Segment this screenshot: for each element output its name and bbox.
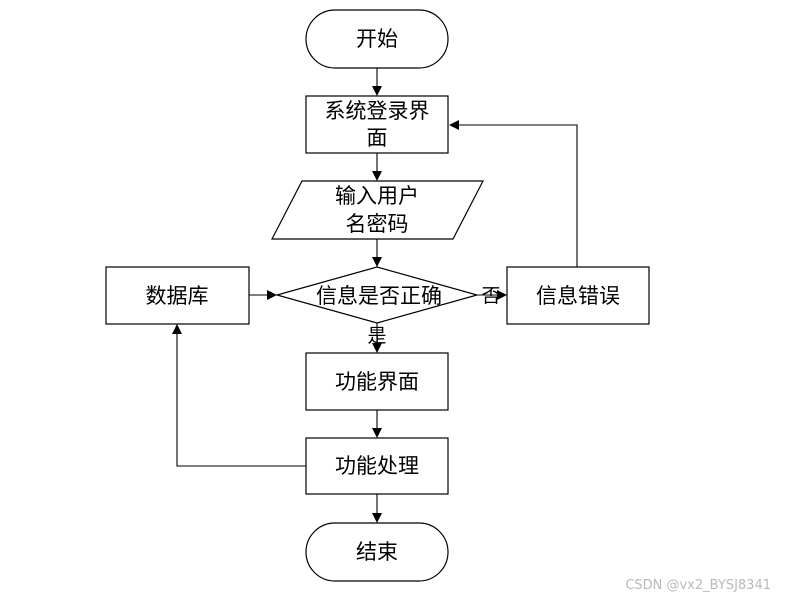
node-process: 功能处理	[305, 437, 449, 495]
end-label: 结束	[356, 540, 398, 564]
arrowhead	[267, 290, 277, 300]
error-label: 信息错误	[536, 284, 620, 308]
arrowhead	[372, 257, 382, 267]
arrowhead	[172, 324, 182, 334]
login-label-line-2: 面	[367, 126, 388, 150]
arrowhead	[372, 428, 382, 438]
node-error: 信息错误	[506, 266, 650, 325]
arrowhead	[372, 86, 382, 96]
watermark: CSDN @vx2_BYSJ8341	[625, 578, 771, 593]
process-box	[305, 437, 449, 495]
node-function-ui: 功能界面	[305, 352, 449, 411]
node-database: 数据库	[105, 266, 250, 325]
error-box	[506, 266, 650, 325]
input-label-line-1: 输入用户	[335, 184, 419, 208]
start-label: 开始	[356, 27, 398, 51]
node-login: 系统登录界 面	[305, 95, 449, 154]
decision-diamond	[274, 266, 480, 324]
input-parallelogram	[271, 180, 484, 240]
start-terminal	[305, 9, 449, 69]
edges	[172, 68, 578, 523]
function-ui-label: 功能界面	[335, 370, 419, 394]
database-label: 数据库	[146, 284, 209, 308]
edge-process-to-database	[176, 334, 306, 467]
node-end: 结束	[305, 522, 449, 582]
process-label: 功能处理	[335, 454, 419, 478]
login-process-box	[305, 95, 449, 154]
no-branch-label: 否	[481, 285, 500, 307]
arrowhead	[372, 171, 382, 181]
arrowhead	[372, 513, 382, 523]
arrowhead	[497, 290, 507, 300]
function-ui-box	[305, 352, 449, 411]
end-terminal	[305, 522, 449, 582]
edge-error-to-login	[459, 124, 578, 267]
node-start: 开始	[305, 9, 449, 69]
yes-branch-label: 是	[367, 325, 386, 347]
decision-label: 信息是否正确	[316, 284, 442, 308]
node-input: 输入用户 名密码	[271, 180, 484, 240]
input-label-line-2: 名密码	[346, 212, 409, 236]
login-label-line-1: 系统登录界	[325, 99, 430, 123]
arrowhead	[449, 120, 459, 130]
node-decision: 信息是否正确	[274, 266, 480, 324]
arrowhead	[372, 343, 382, 353]
database-box	[105, 266, 250, 325]
